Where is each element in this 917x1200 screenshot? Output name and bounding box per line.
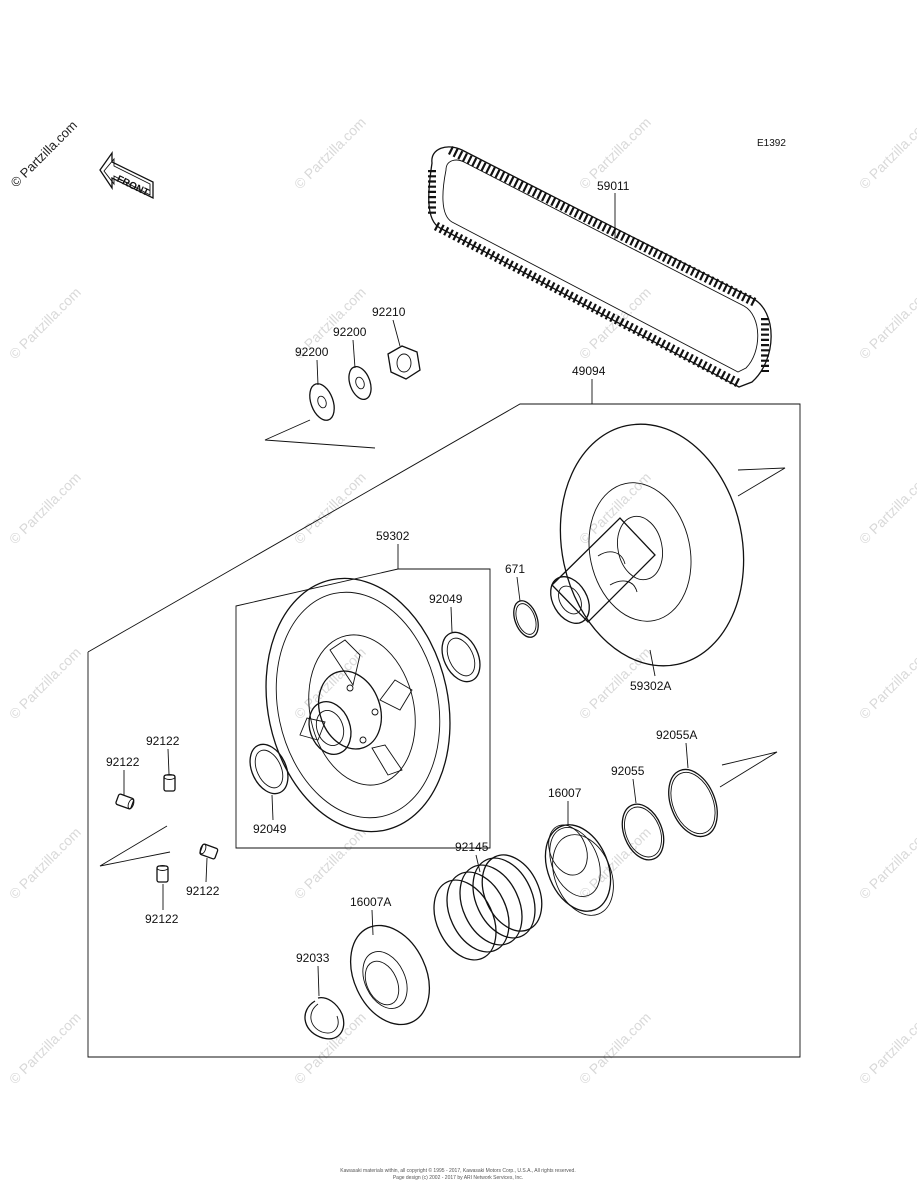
watermark: © Partzilla.com [291, 824, 369, 902]
bushing-92049-right [441, 631, 481, 683]
leader-line [649, 649, 656, 677]
watermark: © Partzilla.com [856, 284, 917, 362]
leader-line [475, 854, 481, 873]
callout-92210: 92210 [372, 305, 406, 319]
callout-92200: 92200 [295, 345, 329, 359]
watermark: © Partzilla.com [856, 1009, 917, 1087]
leader-line [271, 794, 274, 821]
watermark: © Partzilla.com [291, 469, 369, 547]
leader-line [516, 576, 521, 602]
callout-92049: 92049 [253, 822, 287, 836]
footer-copyright: Kawasaki materials within, all copyright… [340, 1167, 575, 1174]
leader-line [685, 742, 689, 769]
leader-line [316, 359, 319, 386]
roller-92122-d [156, 865, 169, 883]
subassembly-outline [235, 568, 491, 849]
watermark: © Partzilla.com [6, 1009, 84, 1087]
watermark: © Partzilla.com [576, 469, 654, 547]
callout-92122: 92122 [106, 755, 140, 769]
leader-line [352, 339, 356, 369]
fixed-sheave-59302A [550, 423, 745, 667]
washer-92200-right [348, 366, 372, 400]
watermark-main: © Partzilla.com [8, 118, 81, 191]
axis-arrow-line [737, 467, 786, 497]
callout-92033: 92033 [296, 951, 330, 965]
callout-59011: 59011 [597, 179, 630, 193]
axis-arrow-line [264, 419, 376, 449]
watermark: © Partzilla.com [6, 469, 84, 547]
callout-92055: 92055 [611, 764, 645, 778]
leader-line [371, 909, 374, 936]
front-arrow-icon: FRONT [99, 150, 154, 200]
watermark: © Partzilla.com [291, 1009, 369, 1087]
watermark: © Partzilla.com [856, 469, 917, 547]
leader-line [450, 606, 453, 633]
axis-arrow-line [99, 825, 171, 867]
drive-belt [428, 145, 772, 388]
callout-16007: 16007 [548, 786, 582, 800]
axis-arrow-line [719, 751, 778, 788]
oring-92055 [621, 803, 665, 861]
watermark: © Partzilla.com [576, 1009, 654, 1087]
oring-671 [513, 600, 539, 638]
watermark: © Partzilla.com [576, 824, 654, 902]
watermark: © Partzilla.com [291, 114, 369, 192]
watermark: © Partzilla.com [6, 824, 84, 902]
nut-92210 [387, 345, 421, 380]
callout-92122: 92122 [145, 912, 179, 926]
assembly-outline [87, 403, 801, 1058]
footer-page-design: Page design (c) 2002 - 2017 by ARI Netwo… [393, 1175, 523, 1181]
callout-92049: 92049 [429, 592, 463, 606]
watermark: © Partzilla.com [856, 114, 917, 192]
leader-line [317, 965, 320, 997]
callout-59302: 59302 [376, 529, 410, 543]
oring-92055A [668, 768, 718, 838]
callout-92200: 92200 [333, 325, 367, 339]
callout-92122: 92122 [146, 734, 180, 748]
callout-92055A: 92055A [656, 728, 697, 742]
leader-line [205, 857, 208, 883]
callout-16007A: 16007A [350, 895, 391, 909]
leader-line [632, 778, 637, 804]
diagram-code: E1392 [757, 138, 786, 149]
callout-671: 671 [505, 562, 525, 576]
watermark: © Partzilla.com [856, 644, 917, 722]
watermark: © Partzilla.com [856, 824, 917, 902]
bushing-92049-left [249, 743, 289, 795]
watermark: © Partzilla.com [6, 644, 84, 722]
callout-92145: 92145 [455, 840, 489, 854]
callout-59302A: 59302A [630, 679, 671, 693]
roller-92122-a [163, 774, 176, 792]
circlip-92033 [304, 997, 345, 1040]
cam-16007 [544, 824, 614, 916]
spring-92145 [433, 854, 543, 961]
leader-line [392, 319, 401, 347]
leader-line [167, 748, 170, 775]
seal-16007A [350, 924, 430, 1026]
roller-92122-b [115, 793, 135, 810]
roller-92122-c [199, 843, 219, 860]
callout-92122: 92122 [186, 884, 220, 898]
movable-sheave-59302 [265, 577, 451, 833]
callout-49094: 49094 [572, 364, 606, 378]
washer-92200-left [309, 383, 335, 421]
watermark: © Partzilla.com [6, 284, 84, 362]
